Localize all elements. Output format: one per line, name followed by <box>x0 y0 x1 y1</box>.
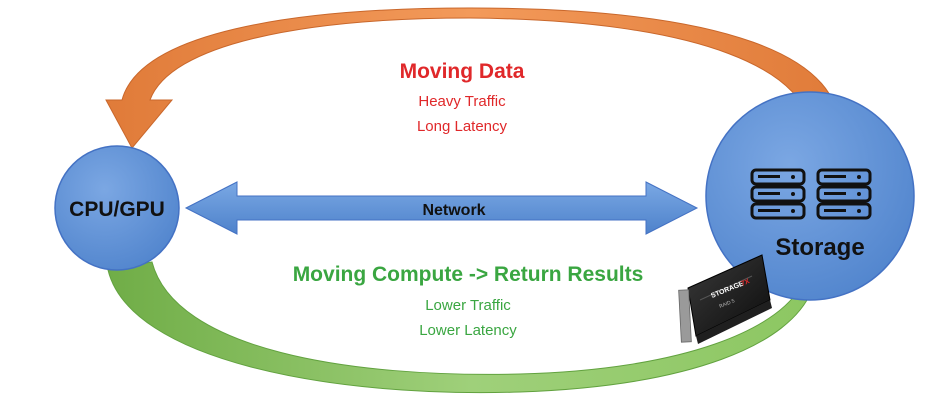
network-arrow <box>184 181 699 235</box>
card-sub-text: RAID 5 <box>719 298 736 310</box>
moving-data-arrow <box>105 7 840 149</box>
server-icon <box>750 168 806 220</box>
moving-compute-title: Moving Compute -> Return Results <box>293 263 644 286</box>
cpu-gpu-label: CPU/GPU <box>69 198 165 221</box>
long-latency-label: Long Latency <box>417 118 508 135</box>
lower-traffic-label: Lower Traffic <box>425 297 511 314</box>
server-icon <box>816 168 872 220</box>
lower-latency-label: Lower Latency <box>419 322 517 339</box>
cpu-gpu-node: CPU/GPU <box>54 145 180 271</box>
moving-data-title: Moving Data <box>400 60 525 83</box>
storage-node: Storage <box>705 91 915 301</box>
storage-accelerator-card: STORAGE 7X RAID 5 <box>678 254 772 344</box>
network-label: Network <box>422 202 485 219</box>
storage-label: Storage <box>775 234 864 261</box>
card-brand-mark: 7X <box>740 278 751 288</box>
heavy-traffic-label: Heavy Traffic <box>418 93 506 110</box>
